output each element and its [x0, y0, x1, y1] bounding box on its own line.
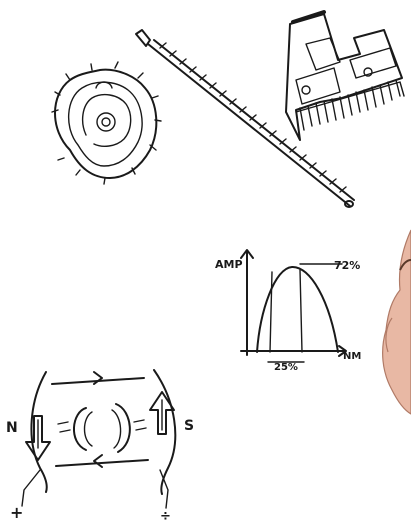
hair-clipper-head-icon	[286, 12, 404, 140]
lead-screw-icon	[136, 30, 354, 207]
pole-north-label: N	[6, 420, 18, 436]
pole-south-label: S	[184, 418, 194, 434]
width-value-label: 25%	[274, 362, 298, 373]
terminal-plus-label: +	[10, 503, 23, 521]
motor-diagram-icon: N S + ÷	[6, 370, 194, 521]
amplitude-plot-sketch: AMP 72% 25% NM	[215, 250, 361, 373]
terminal-ground-label: ÷	[160, 509, 171, 521]
peak-value-label: 72%	[334, 259, 360, 272]
presenter-face	[383, 230, 411, 414]
gear-wheel-icon	[52, 62, 161, 184]
x-axis-label: NM	[343, 351, 361, 362]
y-axis-label: AMP	[215, 258, 243, 271]
